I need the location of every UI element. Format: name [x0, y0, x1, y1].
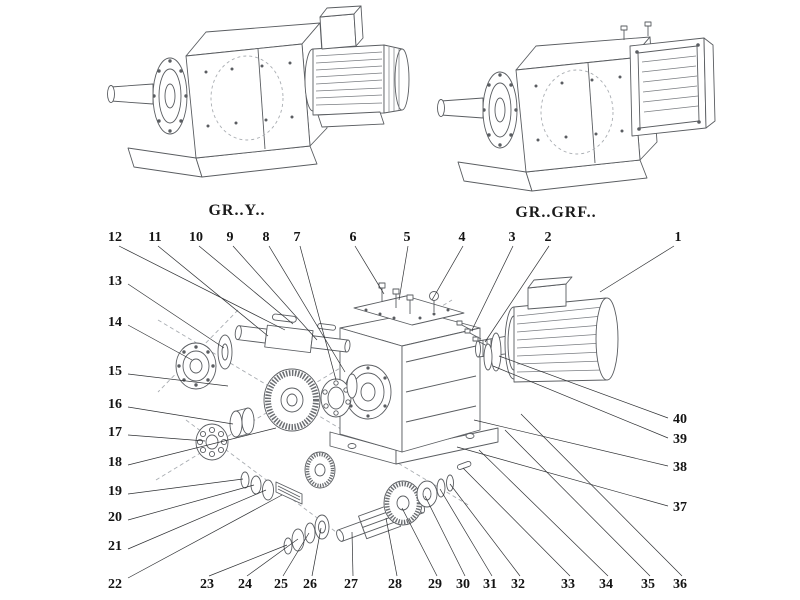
cover-bolts [378, 282, 439, 314]
part-number-31: 31 [483, 577, 497, 592]
motor-mount-bolts [456, 320, 502, 372]
part-number-1: 1 [674, 230, 682, 245]
part-number-16: 16 [108, 397, 122, 412]
part-number-12: 12 [108, 230, 122, 245]
part-number-8: 8 [262, 230, 270, 245]
part-number-20: 20 [108, 510, 122, 525]
end-cover-disc [217, 334, 233, 370]
gear-large [263, 368, 321, 432]
gear-lower [383, 480, 423, 526]
bushing [229, 407, 255, 438]
input-shaft [234, 313, 351, 354]
part-number-35: 35 [641, 577, 655, 592]
part-number-9: 9 [226, 230, 234, 245]
model-label-gr-grf: GR..GRF.. [515, 204, 597, 221]
part-number-37: 37 [673, 500, 687, 515]
part-number-17: 17 [108, 425, 122, 440]
shaft-key [456, 460, 472, 470]
part-number-7: 7 [293, 230, 301, 245]
assembled-view-gr-y [107, 5, 410, 178]
gear-small-upper [304, 451, 336, 489]
part-number-4: 4 [458, 230, 466, 245]
washers-lower [283, 514, 330, 555]
assembled-view-gr-grf [437, 21, 716, 192]
shaft-key [317, 323, 337, 331]
motor-fins [315, 51, 383, 106]
part-number-15: 15 [108, 364, 122, 379]
part-number-32: 32 [511, 577, 525, 592]
part-number-3: 3 [508, 230, 516, 245]
model-label-gr-y: GR..Y.. [208, 202, 266, 219]
part-number-33: 33 [561, 577, 575, 592]
part-number-19: 19 [108, 484, 122, 499]
part-number-27: 27 [344, 577, 358, 592]
fan-cowl-slots [388, 47, 400, 112]
part-number-23: 23 [200, 577, 214, 592]
part-number-10: 10 [189, 230, 203, 245]
housing-bolt-dots [204, 61, 294, 128]
part-number-30: 30 [456, 577, 470, 592]
part-number-40: 40 [673, 412, 687, 427]
cover-top-bolts [620, 21, 652, 40]
bearing-small-lower [416, 460, 472, 508]
part-number-39: 39 [673, 432, 687, 447]
part-number-21: 21 [108, 539, 122, 554]
part-number-28: 28 [388, 577, 402, 592]
part-number-5: 5 [403, 230, 411, 245]
leader-lines [118, 245, 683, 579]
part-number-11: 11 [148, 230, 162, 245]
part-number-36: 36 [673, 577, 687, 592]
part-number-13: 13 [108, 274, 122, 289]
motor [475, 276, 619, 383]
part-number-22: 22 [108, 577, 122, 592]
washers-upper [240, 471, 303, 505]
flange-bolt-dots [152, 59, 188, 133]
part-number-6: 6 [349, 230, 357, 245]
part-number-26: 26 [303, 577, 317, 592]
part-number-38: 38 [673, 460, 687, 475]
shaft-key [271, 313, 297, 323]
exploded-view [155, 276, 619, 555]
bearing-large [195, 423, 229, 461]
gear-housing [329, 295, 499, 465]
part-number-25: 25 [274, 577, 288, 592]
part-number-2: 2 [544, 230, 552, 245]
part-number-18: 18 [108, 455, 122, 470]
part-number-29: 29 [428, 577, 442, 592]
part-number-14: 14 [108, 315, 122, 330]
housing-bolt-dots [534, 75, 624, 142]
part-number-24: 24 [238, 577, 252, 592]
cover-fins [641, 55, 699, 113]
part-number-34: 34 [599, 577, 613, 592]
cover-corner-bolts [635, 43, 701, 131]
